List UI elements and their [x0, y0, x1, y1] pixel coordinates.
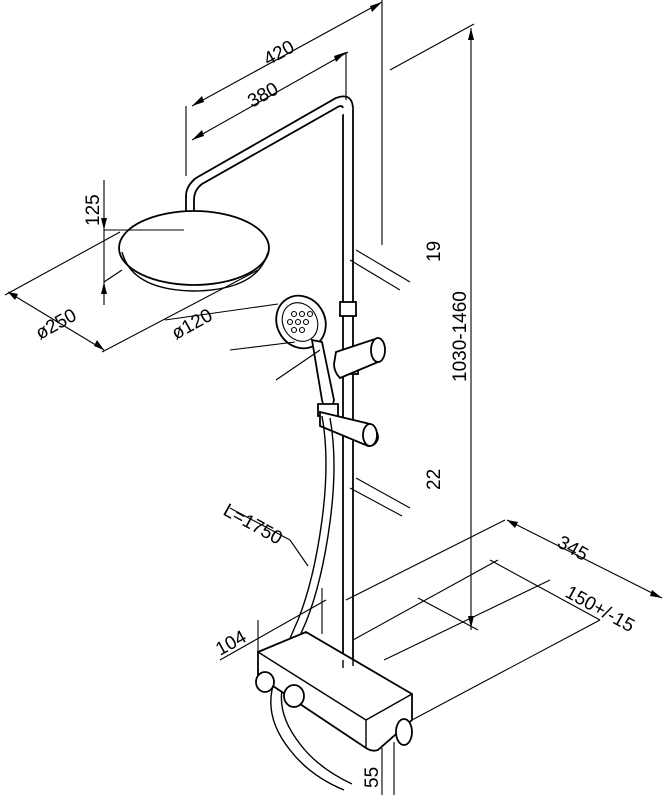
lower-clamp: [319, 410, 379, 447]
hose: [270, 415, 353, 791]
overhead-arm: [185, 95, 354, 212]
head-shower: [118, 210, 270, 292]
hose-length: L=1750: [220, 500, 286, 549]
thermostat-body: [255, 630, 413, 752]
dim-150: 150+/-15: [562, 582, 638, 637]
hand-shower: [275, 294, 339, 417]
dim-55: 55: [362, 767, 383, 788]
arrowheads: [8, 2, 662, 628]
dim-345: 345: [554, 532, 592, 566]
dim-120: ø120: [168, 305, 216, 344]
dimension-lines: [4, 0, 662, 795]
dim-1030-1460: 1030-1460: [450, 291, 471, 382]
slider-holder: [333, 301, 386, 380]
dim-19: 19: [424, 241, 445, 262]
dim-22: 22: [424, 469, 445, 490]
dim-125: 125: [83, 194, 104, 226]
riser-pipe: [342, 108, 354, 660]
dim-104: 104: [212, 626, 250, 660]
